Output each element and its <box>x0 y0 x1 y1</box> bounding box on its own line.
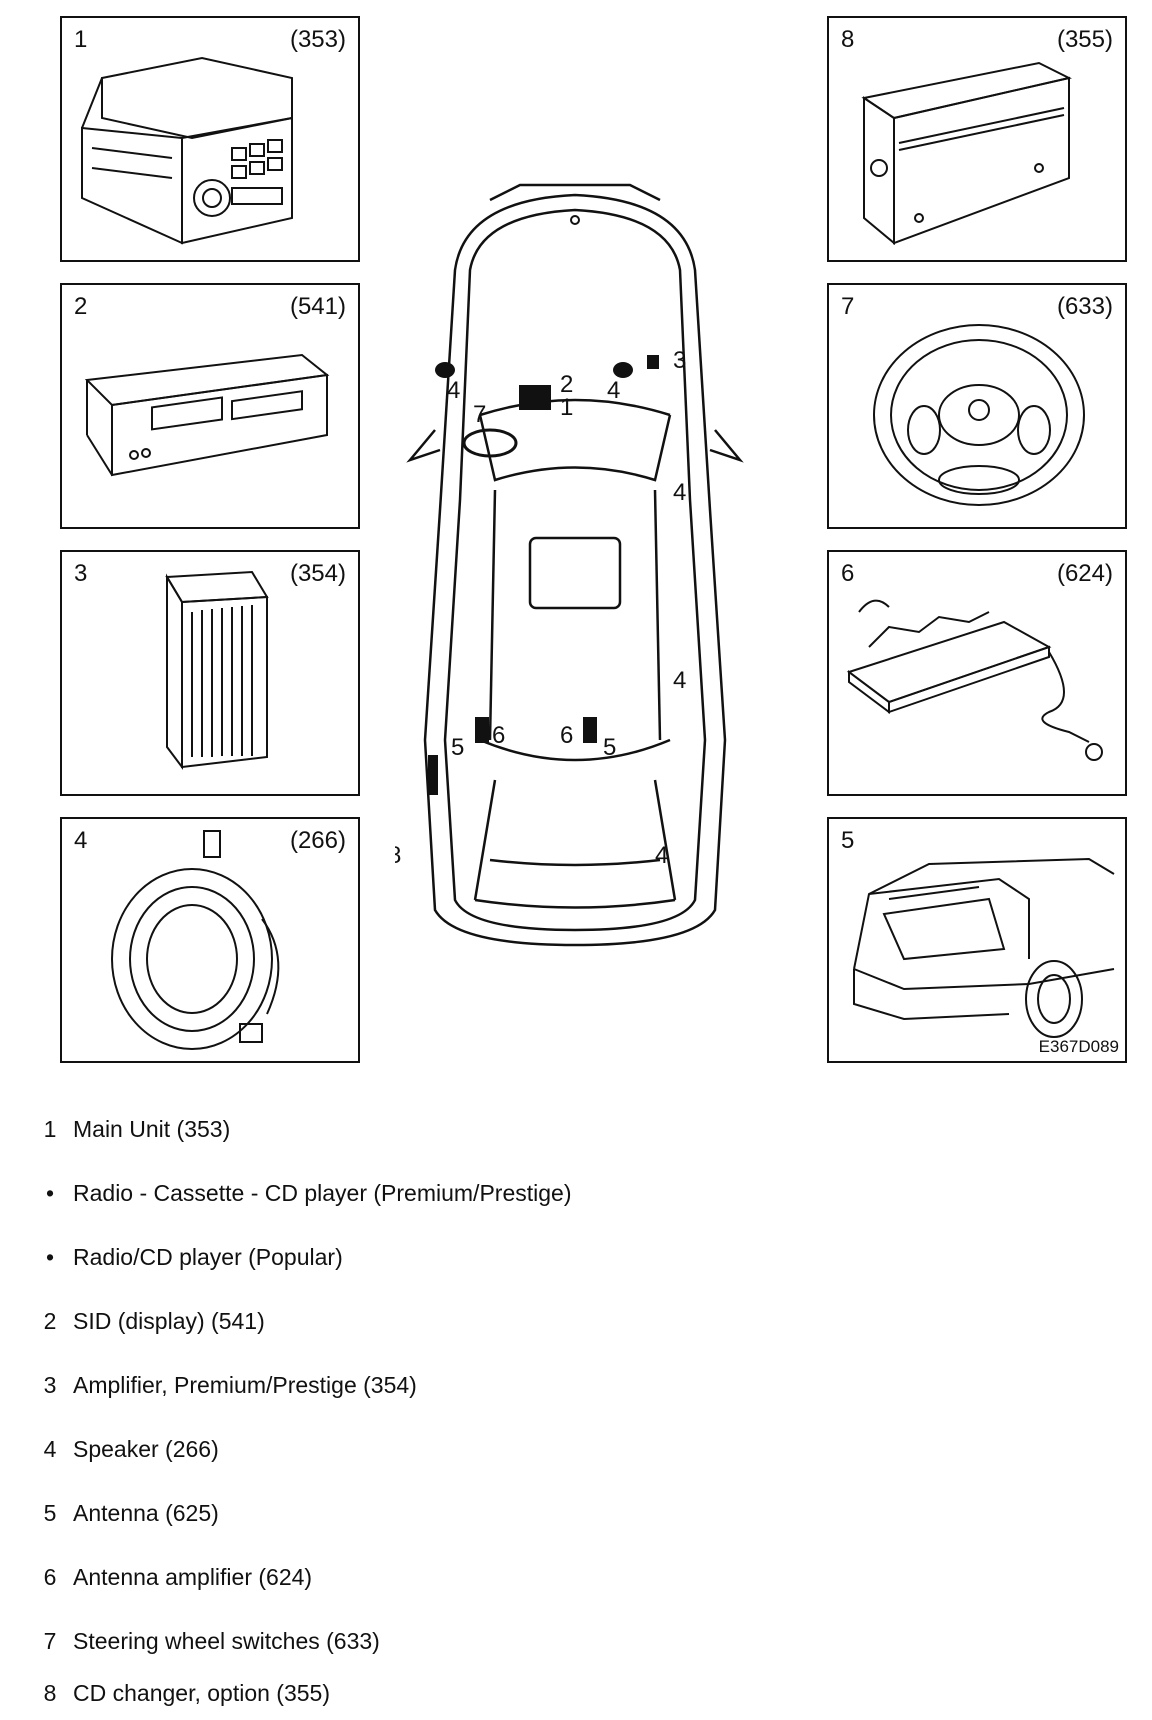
panel-cd-changer: 8 (355) <box>827 16 1127 262</box>
panel-number: 2 <box>74 293 88 320</box>
panel-number: 4 <box>74 827 88 854</box>
panel-code: (633) <box>1056 293 1113 320</box>
antenna-amplifier-marker <box>583 717 597 743</box>
panel-code: (353) <box>289 26 346 53</box>
panel-speaker: 4 (266) <box>60 817 360 1063</box>
legend-text: SID (display) (541) <box>73 1308 265 1334</box>
antenna-amplifier-marker <box>475 717 489 743</box>
main-unit-marker <box>519 385 551 410</box>
legend-item: • Radio/CD player (Popular) <box>30 1244 343 1271</box>
legend-item: 8 CD changer, option (355) <box>30 1680 330 1707</box>
panel-number: 7 <box>841 293 855 320</box>
legend-marker: 7 <box>43 1628 57 1654</box>
legend-marker: • <box>45 1244 55 1270</box>
legend-text: Amplifier, Premium/Prestige (354) <box>73 1372 417 1398</box>
panel-amplifier: 3 (354) <box>60 550 360 796</box>
figure-reference: E367D089 <box>1038 1037 1119 1056</box>
amplifier-marker <box>647 355 659 369</box>
legend-item: 6 Antenna amplifier (624) <box>30 1564 312 1591</box>
speaker-illustration <box>111 830 280 1050</box>
callout-4: 4 <box>607 377 620 404</box>
panel-number: 8 <box>841 26 855 53</box>
component-markers <box>428 355 659 795</box>
cd-changer-marker <box>428 755 438 795</box>
panel-code: (266) <box>289 827 346 854</box>
legend-marker: • <box>45 1180 55 1206</box>
legend-item: 2 SID (display) (541) <box>30 1308 265 1335</box>
legend-item: 4 Speaker (266) <box>30 1436 219 1463</box>
legend-marker: 6 <box>43 1564 57 1590</box>
panel-code: (355) <box>1056 26 1113 53</box>
callout-6: 6 <box>492 722 505 749</box>
main-unit-illustration <box>81 56 293 245</box>
legend-item: 1 Main Unit (353) <box>30 1116 231 1143</box>
panel-code: (541) <box>289 293 346 320</box>
antenna-rear-car-illustration <box>853 857 1115 1038</box>
steering-wheel-illustration <box>873 324 1085 506</box>
antenna-amplifier-illustration <box>846 599 1103 761</box>
speaker-marker <box>435 362 455 378</box>
panel-antenna-amplifier: 6 (624) <box>827 550 1127 796</box>
legend-text: Radio/CD player (Popular) <box>73 1244 343 1270</box>
callout-4: 4 <box>673 667 686 694</box>
legend-marker: 2 <box>43 1308 57 1334</box>
panel-sid-display: 2 (541) <box>60 283 360 529</box>
cd-changer-illustration <box>861 61 1072 246</box>
panel-code: (624) <box>1056 560 1113 587</box>
legend-marker: 3 <box>43 1372 57 1398</box>
legend-item: 3 Amplifier, Premium/Prestige (354) <box>30 1372 417 1399</box>
legend-text: Main Unit (353) <box>73 1116 231 1142</box>
callout-5: 5 <box>603 734 616 761</box>
panel-number: 1 <box>74 26 88 53</box>
callout-3: 3 <box>673 347 686 374</box>
callout-8: 8 <box>395 842 401 869</box>
legend-item: 7 Steering wheel switches (633) <box>30 1628 380 1655</box>
callout-4: 4 <box>655 842 668 869</box>
legend-text: CD changer, option (355) <box>73 1680 330 1706</box>
panel-antenna: 5 E367D089 <box>827 817 1127 1063</box>
callout-7: 7 <box>473 401 486 428</box>
legend-item: • Radio - Cassette - CD player (Premium/P… <box>30 1180 572 1207</box>
legend-item: 5 Antenna (625) <box>30 1500 219 1527</box>
legend-text: Steering wheel switches (633) <box>73 1628 380 1654</box>
callout-4: 4 <box>447 377 460 404</box>
sid-display-illustration <box>84 353 330 477</box>
legend-text: Radio - Cassette - CD player (Premium/Pr… <box>73 1180 572 1206</box>
panel-number: 5 <box>841 827 855 854</box>
amplifier-illustration <box>165 570 269 770</box>
car-body-outline <box>406 183 744 947</box>
legend-text: Speaker (266) <box>73 1436 219 1462</box>
callout-5: 5 <box>451 734 464 761</box>
legend-text: Antenna amplifier (624) <box>73 1564 313 1590</box>
car-top-view-diagram: 3 2 1 7 4 4 4 4 4 4 4 5 5 6 6 8 <box>395 183 744 947</box>
callout-1: 1 <box>560 394 573 421</box>
panel-number: 6 <box>841 560 855 587</box>
panel-main-unit: 1 (353) <box>60 16 360 262</box>
speaker-marker <box>613 362 633 378</box>
steering-wheel-marker <box>462 428 518 458</box>
callout-4: 4 <box>673 479 686 506</box>
callout-6: 6 <box>560 722 573 749</box>
legend-marker: 1 <box>43 1116 57 1142</box>
callout-2: 2 <box>560 371 573 398</box>
legend-text: Antenna (625) <box>73 1500 219 1526</box>
legend-marker: 8 <box>43 1680 57 1706</box>
legend-marker: 5 <box>43 1500 57 1526</box>
legend-marker: 4 <box>43 1436 57 1462</box>
panel-steering-wheel: 7 (633) <box>827 283 1127 529</box>
panel-code: (354) <box>289 560 346 587</box>
panel-number: 3 <box>74 560 88 587</box>
